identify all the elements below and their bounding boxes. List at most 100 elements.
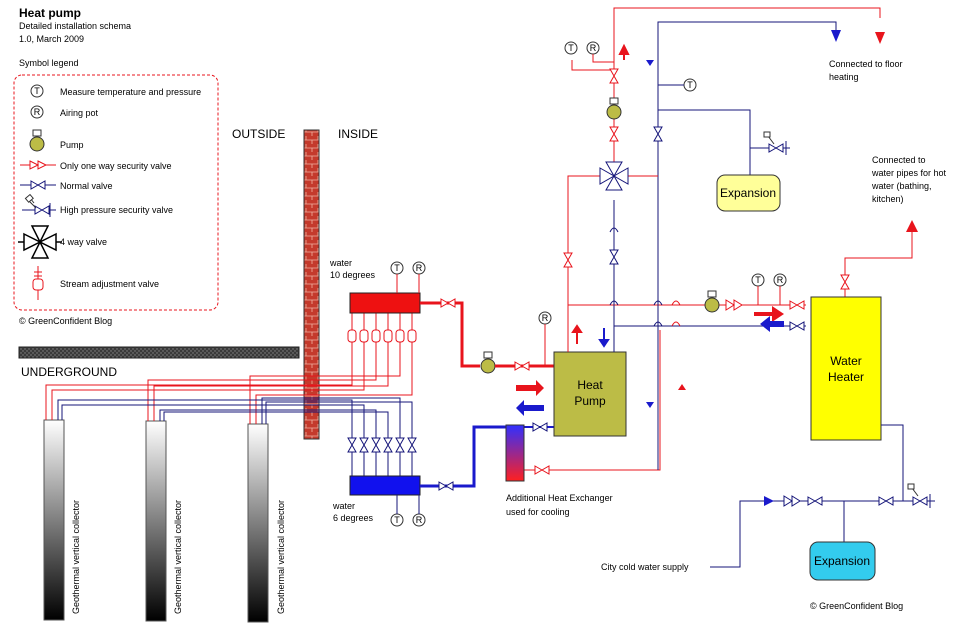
- page-title: Heat pump: [19, 6, 81, 20]
- airing-pot-icon: [30, 105, 44, 119]
- legend-label: 4 way valve: [60, 237, 107, 247]
- heating-circuit: [567, 7, 881, 470]
- up-arrow-icon: [678, 384, 686, 400]
- cold-manifold: water 6 degrees T R: [332, 475, 426, 527]
- down-arrow-icon: [875, 32, 885, 44]
- flow-out-arrow-icon: [760, 316, 784, 332]
- page-version: 1.0, March 2009: [19, 34, 84, 44]
- normal-valve-icon: [30, 180, 46, 190]
- svg-text:water: water: [329, 258, 352, 268]
- legend-box: [13, 74, 219, 311]
- collector-label: Geothermal vertical collector: [71, 500, 81, 614]
- city-water-circuit: [710, 424, 935, 568]
- flow-in-arrow-icon: [754, 306, 784, 322]
- water-heater: Water Heater: [810, 296, 882, 441]
- page-subtitle: Detailed installation schema: [19, 21, 131, 31]
- geothermal-collector-1: Geothermal vertical collector: [43, 419, 81, 621]
- house-wall: [303, 129, 320, 440]
- svg-text:T: T: [568, 43, 574, 53]
- high-pressure-valve-icon: [34, 205, 50, 215]
- ground-surface: [18, 346, 300, 359]
- svg-text:Water: Water: [830, 354, 862, 368]
- down-arrow-icon: [646, 50, 654, 66]
- up-arrow-icon: [571, 324, 583, 344]
- underground-label: UNDERGROUND: [21, 365, 117, 379]
- svg-text:T: T: [394, 263, 400, 273]
- svg-text:Heater: Heater: [828, 370, 864, 384]
- svg-text:Additional Heat Exchanger: Additional Heat Exchanger: [506, 493, 613, 503]
- legend-item-hp-valve: High pressure security valve: [22, 193, 173, 217]
- legend-label: High pressure security valve: [60, 205, 173, 215]
- credit-bottom: © GreenConfident Blog: [810, 601, 903, 611]
- temperature-gauge-icon: [564, 41, 578, 55]
- legend-label: Stream adjustment valve: [60, 279, 159, 289]
- collector-pipes: [45, 313, 413, 478]
- legend-item-pump: Pump: [29, 129, 84, 152]
- legend-item-stream-valve: Stream adjustment valve: [32, 266, 159, 300]
- legend-label: Pump: [60, 140, 84, 150]
- four-way-valve-icon: [23, 225, 57, 259]
- heat-pump-unit: Heat Pump: [553, 351, 627, 437]
- svg-text:T: T: [687, 80, 693, 90]
- hot-manifold: water 10 degrees T R: [329, 258, 426, 314]
- stream-valve-icon: [32, 278, 44, 291]
- expansion-tank-bottom: Expansion: [809, 541, 876, 581]
- hot-water-label: Connected to: [872, 155, 926, 165]
- legend-item-temperature: T Measure temperature and pressure: [30, 84, 201, 98]
- legend-credit: © GreenConfident Blog: [19, 316, 112, 326]
- temperature-gauge-icon: [30, 84, 44, 98]
- svg-text:heating: heating: [829, 72, 859, 82]
- svg-text:water (bathing,: water (bathing,: [871, 181, 932, 191]
- legend-label: Only one way security valve: [60, 161, 172, 171]
- svg-text:T: T: [755, 275, 761, 285]
- floor-heating-label: Connected to floor: [829, 59, 903, 69]
- svg-text:R: R: [34, 107, 41, 117]
- flow-out-arrow-icon: [516, 400, 544, 416]
- legend-label: Airing pot: [60, 108, 99, 118]
- svg-text:T: T: [34, 86, 40, 96]
- svg-text:water pipes for hot: water pipes for hot: [871, 168, 947, 178]
- svg-text:6 degrees: 6 degrees: [333, 513, 374, 523]
- heat-exchanger: Additional Heat Exchanger used for cooli…: [505, 424, 613, 517]
- svg-text:T: T: [394, 515, 400, 525]
- pipe-crossings: [609, 227, 681, 327]
- down-arrow-icon: [646, 392, 654, 408]
- expansion-tank-top: Expansion: [716, 174, 781, 212]
- down-arrow-icon: [831, 30, 841, 42]
- geothermal-collector-2: Geothermal vertical collector: [145, 420, 183, 622]
- hp-security-valve-top: [750, 131, 790, 155]
- svg-text:R: R: [416, 515, 423, 525]
- svg-text:used for cooling: used for cooling: [506, 507, 570, 517]
- legend-item-normal-valve: Normal valve: [20, 180, 113, 191]
- legend-label: Normal valve: [60, 181, 113, 191]
- collector-label: Geothermal vertical collector: [173, 500, 183, 614]
- legend-title: Symbol legend: [19, 58, 79, 68]
- svg-text:R: R: [542, 313, 549, 323]
- four-way-valve: [599, 161, 629, 191]
- legend-label: Measure temperature and pressure: [60, 87, 201, 97]
- stream-adjustment-valves: [347, 329, 417, 343]
- geothermal-collector-3: Geothermal vertical collector: [247, 423, 286, 623]
- legend-item-one-way-valve: Only one way security valve: [20, 160, 172, 171]
- up-arrow-icon: [906, 220, 918, 232]
- hot-water-circuit: T R: [704, 220, 918, 332]
- svg-text:10 degrees: 10 degrees: [330, 270, 376, 280]
- legend-item-4way-valve: 4 way valve: [18, 225, 107, 259]
- pump-icon: [29, 129, 45, 152]
- outside-label: OUTSIDE: [232, 127, 285, 141]
- svg-text:Heat: Heat: [577, 378, 603, 392]
- city-water-label: City cold water supply: [601, 562, 689, 572]
- svg-text:kitchen): kitchen): [872, 194, 904, 204]
- down-arrow-icon: [598, 328, 610, 348]
- legend-item-airing-pot: R Airing pot: [30, 105, 99, 119]
- one-way-valve-icon: [29, 160, 48, 170]
- flow-in-arrow-icon: [516, 380, 544, 396]
- collector-label: Geothermal vertical collector: [276, 500, 286, 614]
- svg-text:Expansion: Expansion: [720, 186, 776, 200]
- up-arrow-icon: [618, 43, 630, 60]
- svg-text:R: R: [777, 275, 784, 285]
- svg-text:R: R: [416, 263, 423, 273]
- svg-text:Expansion: Expansion: [814, 554, 870, 568]
- svg-text:Pump: Pump: [574, 394, 606, 408]
